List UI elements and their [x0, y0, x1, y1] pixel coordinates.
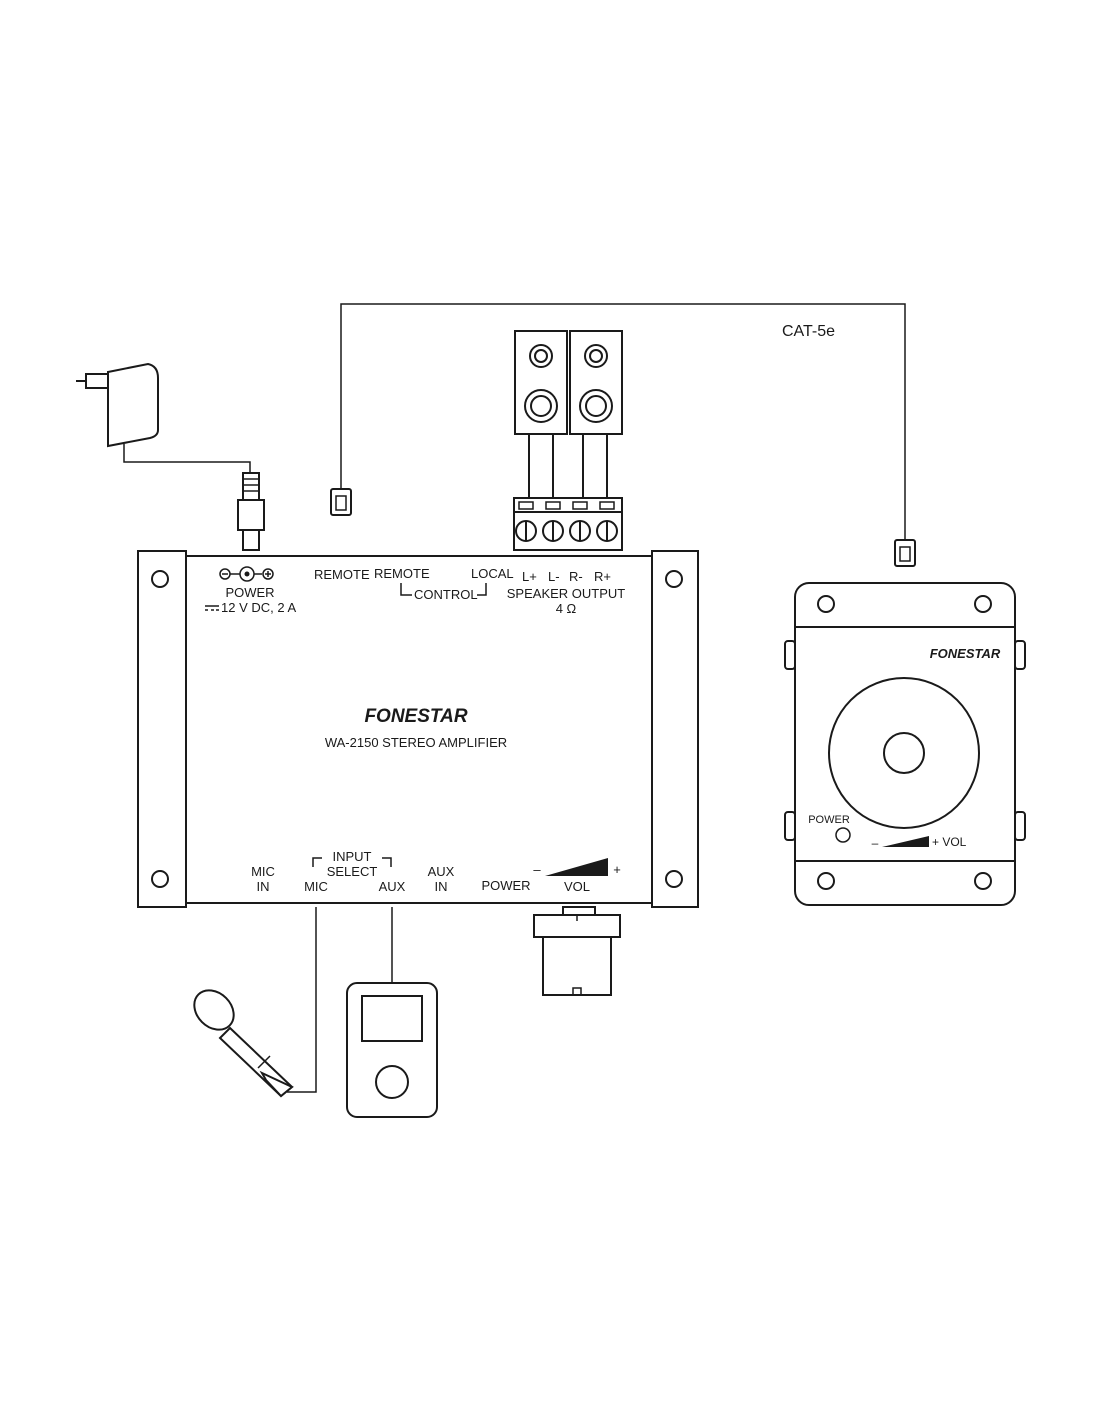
amp-bottom-panel: MIC IN INPUT SELECT MIC AUX AUX IN POWER… — [251, 849, 621, 894]
terminal-r-minus: R- — [569, 569, 583, 584]
vol-minus-label: – — [533, 862, 541, 877]
power-led-label: POWER — [481, 878, 530, 893]
speaker-output-label: SPEAKER OUTPUT — [507, 586, 626, 601]
mic-in-label-2: IN — [257, 879, 270, 894]
aux-in-label-2: IN — [435, 879, 448, 894]
speaker-icon — [514, 330, 568, 497]
power-adapter-icon — [76, 362, 251, 474]
media-player-icon — [346, 982, 438, 1118]
volume-ramp-icon — [882, 836, 929, 847]
remote-power-label: POWER — [808, 814, 850, 826]
cat5e-cable: CAT-5e — [340, 303, 906, 541]
mic-in-label-1: MIC — [251, 864, 275, 879]
dc-plug-icon — [237, 472, 265, 551]
remote-switch-label: REMOTE — [374, 566, 430, 581]
select-aux-label: AUX — [379, 879, 406, 894]
dc-polarity-icon — [219, 566, 274, 582]
aux-in-label-1: AUX — [428, 864, 455, 879]
power-spec: 12 V DC, 2 A — [221, 600, 296, 615]
vol-label: VOL — [564, 879, 590, 894]
cable-label: CAT-5e — [782, 323, 835, 340]
microphone-icon — [193, 989, 294, 1098]
rj-connector-icon — [330, 488, 352, 516]
remote-vol-minus: – — [872, 836, 879, 850]
amp-model-label: WA-2150 STEREO AMPLIFIER — [325, 735, 507, 750]
input-label: INPUT — [333, 849, 372, 864]
select-label: SELECT — [327, 864, 378, 879]
power-input-label: POWER — [225, 585, 274, 600]
remote-volume-dial — [828, 677, 980, 829]
select-mic-label: MIC — [304, 879, 328, 894]
terminal-block-icon — [513, 497, 623, 551]
mic-cable — [287, 907, 317, 1093]
speaker-icon — [569, 330, 623, 497]
local-switch-label: LOCAL — [471, 566, 514, 581]
amp-brand-logo: FONESTAR — [364, 706, 467, 727]
terminal-l-plus: L+ — [522, 569, 537, 584]
remote-brand-logo: FONESTAR — [930, 646, 1001, 661]
terminal-r-plus: R+ — [594, 569, 611, 584]
amplifier-body — [137, 550, 699, 908]
remote-power-led — [835, 827, 851, 843]
remote-panel: FONESTAR POWER – + VOL — [784, 582, 1026, 906]
vol-plus-label: + — [613, 862, 621, 877]
dc-symbol-icon — [205, 605, 219, 611]
terminal-l-minus: L- — [548, 569, 560, 584]
volume-knob-icon — [533, 906, 621, 996]
remote-port-label: REMOTE — [314, 567, 370, 582]
impedance-label: 4 Ω — [556, 601, 577, 616]
remote-vol-label: + VOL — [932, 835, 967, 849]
control-label: CONTROL — [414, 587, 478, 602]
amp-top-panel: POWER 12 V DC, 2 A REMOTE REMOTE LOCAL C… — [205, 566, 625, 616]
rj-connector-icon — [894, 539, 916, 567]
volume-ramp-icon — [545, 858, 608, 876]
